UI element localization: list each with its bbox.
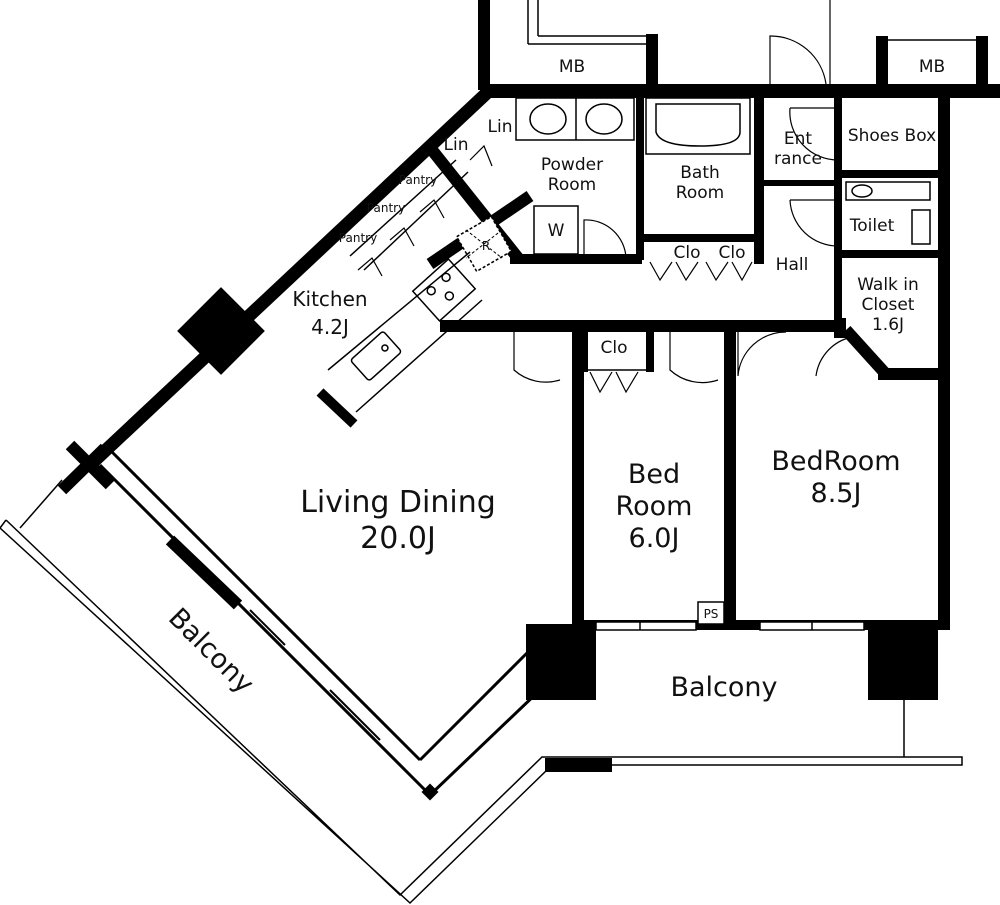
mb-left-label: MB [559,57,585,77]
toilet-label: Toilet [849,216,895,236]
kitchen-sink-icon [350,331,402,381]
kitchen-area: 4.2J [311,315,349,339]
walk-in-closet-area: 1.6J [872,315,904,335]
bedroom-small-area: 6.0J [629,523,680,554]
mb-right-label: MB [919,57,945,77]
kitchen-label: Kitchen [292,287,367,311]
bath-room-label-1: Bath [680,163,720,183]
refrigerator-label: R [482,239,490,253]
entrance-label-1: Ent [784,129,813,149]
stove-icon [411,258,477,322]
pipe-space-label: PS [704,607,719,621]
pantry-label-3: Pantry [339,231,377,245]
powder-room-label-2: Room [548,175,596,195]
lin-top-label: Lin [488,117,513,137]
entrance-label-2: rance [774,149,822,169]
labels: Living Dining 20.0J Kitchen 4.2J Bed Roo… [162,57,945,703]
hall-closet-label-1: Clo [674,243,701,263]
walk-in-closet-label-2: Closet [862,295,915,315]
bedroom-large-area: 8.5J [811,478,862,509]
bedroom-closet-label: Clo [601,338,628,358]
south-windows [595,621,865,631]
shoes-box-label: Shoes Box [848,126,936,146]
doors [357,0,849,394]
pantry-label-1: Pantry [399,173,437,187]
bath-room-label-2: Room [676,183,724,203]
fixtures [327,97,931,413]
hall-label: Hall [776,255,809,275]
columns [177,287,938,700]
hall-closet-label-2: Clo [719,243,746,263]
washer-label: W [548,221,565,241]
bedroom-small-label-1: Bed [628,459,680,490]
lin-side-label: Lin [444,135,469,155]
walk-in-closet-label-1: Walk in [857,275,919,295]
washer-icon [533,205,579,255]
balcony-diagonal-label: Balcony [162,602,260,700]
balcony-drain [545,758,612,772]
living-dining-label: Living Dining [300,485,496,520]
balcony-outline [0,479,963,905]
pantry-label-2: Pantry [367,201,405,215]
balcony-south-label: Balcony [670,672,777,703]
bedroom-large-label: BedRoom [771,446,900,477]
powder-room-label-1: Powder [541,155,603,175]
living-dining-area: 20.0J [360,521,436,556]
bedroom-small-label-2: Room [616,491,693,522]
